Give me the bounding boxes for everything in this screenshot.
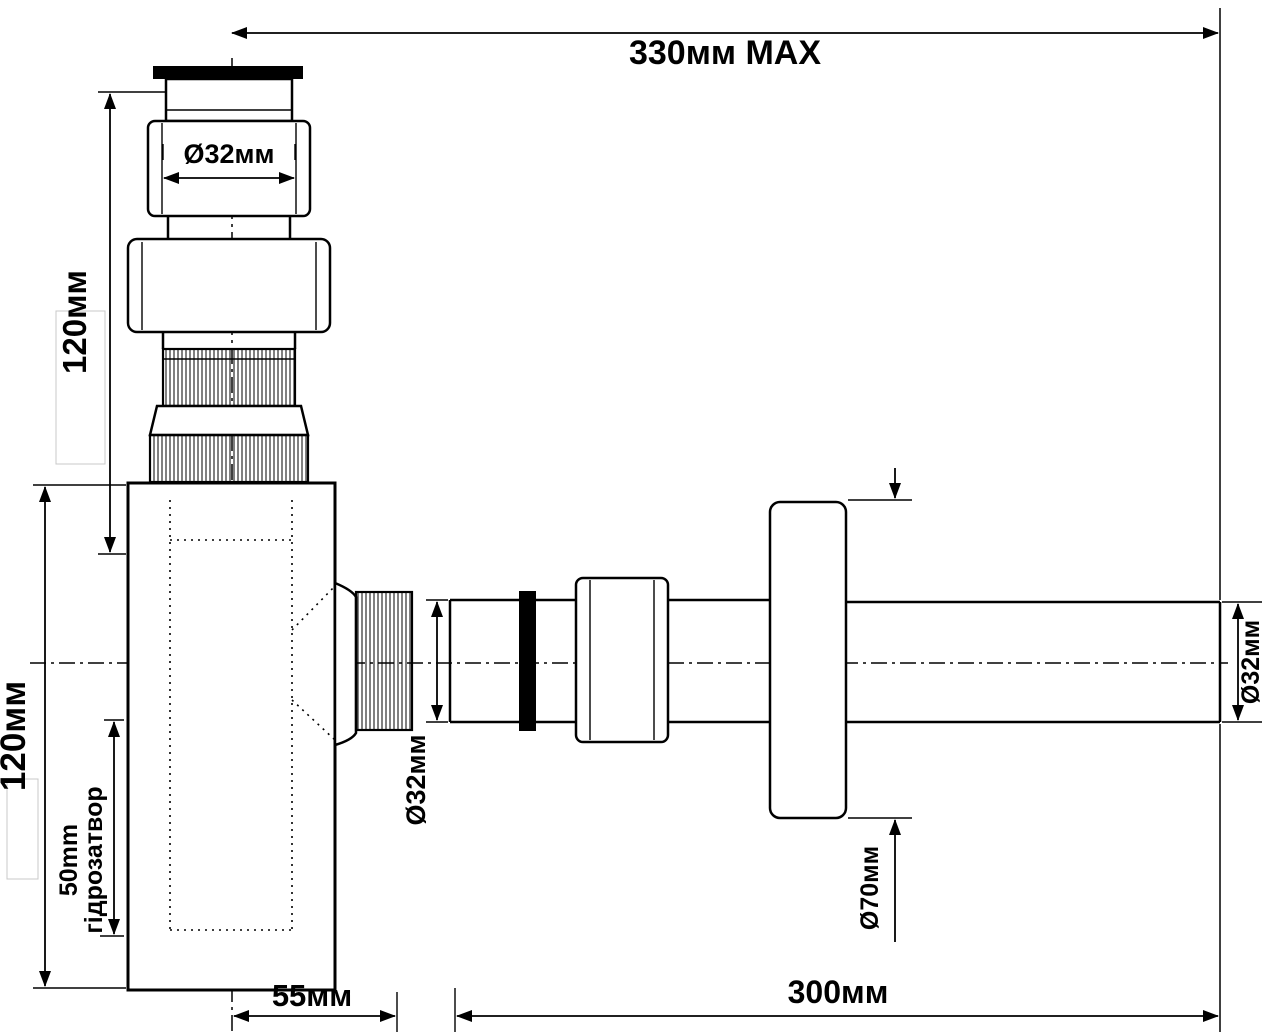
dim-body-height [33, 484, 126, 989]
compression-nut [574, 576, 670, 744]
dim-pipe-length [454, 988, 1219, 1032]
upper-nut [146, 119, 312, 218]
label-body-height: 120мм [0, 681, 33, 791]
taper-ring [148, 404, 310, 437]
outlet-cone [333, 581, 358, 747]
label-box [55, 310, 106, 465]
label-pipe-diameter-right: Ø32мм [1237, 620, 1265, 704]
dim-upper-height [98, 91, 165, 555]
outlet-male-thread [354, 590, 414, 732]
label-inlet-diameter: Ø32мм [184, 139, 275, 169]
dim-pipe-diameter-left [426, 599, 448, 723]
siphon-body-assembly [126, 66, 414, 992]
outlet-pipe-assembly [448, 500, 1222, 820]
lower-nut [126, 237, 332, 334]
top-flange-bar [153, 66, 303, 79]
wall-flange [768, 500, 848, 820]
outlet-cone-dotted [291, 699, 336, 741]
dim-pipe-diameter-right [1222, 601, 1262, 723]
label-flange-diameter: Ø70мм [856, 846, 884, 930]
trap-body [126, 481, 337, 992]
dim-flange-diameter [848, 468, 912, 942]
inlet-tube-section [161, 347, 297, 408]
label-upper-height: 120мм [56, 270, 93, 374]
dim-inlet-diameter [162, 144, 296, 184]
dim-water-seal [100, 719, 124, 937]
o-ring-seal [519, 591, 536, 731]
dim-outlet-offset [233, 992, 398, 1032]
label-overall-width: 330мм MAX [629, 34, 821, 72]
inlet-cup [164, 77, 294, 123]
label-outlet-offset: 55мм [272, 978, 352, 1013]
label-box [6, 778, 39, 880]
label-water-seal-value: 50mm [55, 824, 83, 896]
label-pipe-length: 300мм [788, 974, 889, 1010]
dim-overall-width [231, 8, 1221, 1032]
label-water-seal-word: гідрозатвор [80, 786, 108, 933]
label-pipe-diameter-left: Ø32мм [401, 735, 431, 826]
threaded-collar [148, 433, 310, 484]
